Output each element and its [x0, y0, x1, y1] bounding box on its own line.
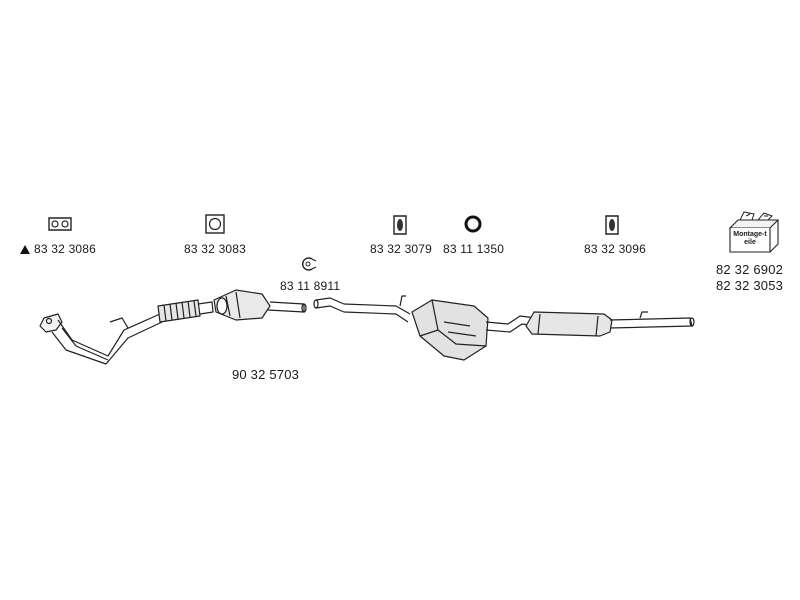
part-label-gasket-flange: 83 32 3086 [20, 242, 96, 256]
catalytic-converter [213, 289, 307, 321]
flex-pipe [157, 299, 214, 323]
part-label-kit-b: 82 32 3053 [716, 278, 784, 293]
flange-gasket-icon [48, 217, 72, 231]
center-silencer [411, 299, 489, 361]
part-label-clamp: 83 11 8911 [280, 279, 341, 293]
part-label-gasket-square: 83 32 3083 [184, 242, 247, 256]
front-downpipe [39, 313, 163, 365]
warning-triangle-icon [20, 245, 30, 254]
o-ring-icon [464, 215, 482, 233]
clamp-icon [302, 257, 317, 271]
rubber-hanger-icon [393, 215, 407, 235]
rear-silencer [485, 311, 695, 337]
part-label-catalyst: 90 32 5703 [232, 367, 300, 382]
part-label-hanger-b: 83 32 3096 [584, 242, 647, 256]
part-label-hanger-a: 83 32 3079 [370, 242, 433, 256]
part-label-kit-a: 82 32 6902 [716, 262, 784, 277]
rubber-hanger-icon [605, 215, 619, 235]
intermediate-pipe [313, 295, 411, 323]
square-gasket-icon [205, 214, 225, 234]
kit-box-label: Montage-teile [733, 231, 767, 246]
mounting-kit-box: Montage-teile [724, 210, 784, 256]
mounting-kit-box-icon [728, 211, 780, 253]
part-label-ring: 83 11 1350 [443, 242, 505, 256]
